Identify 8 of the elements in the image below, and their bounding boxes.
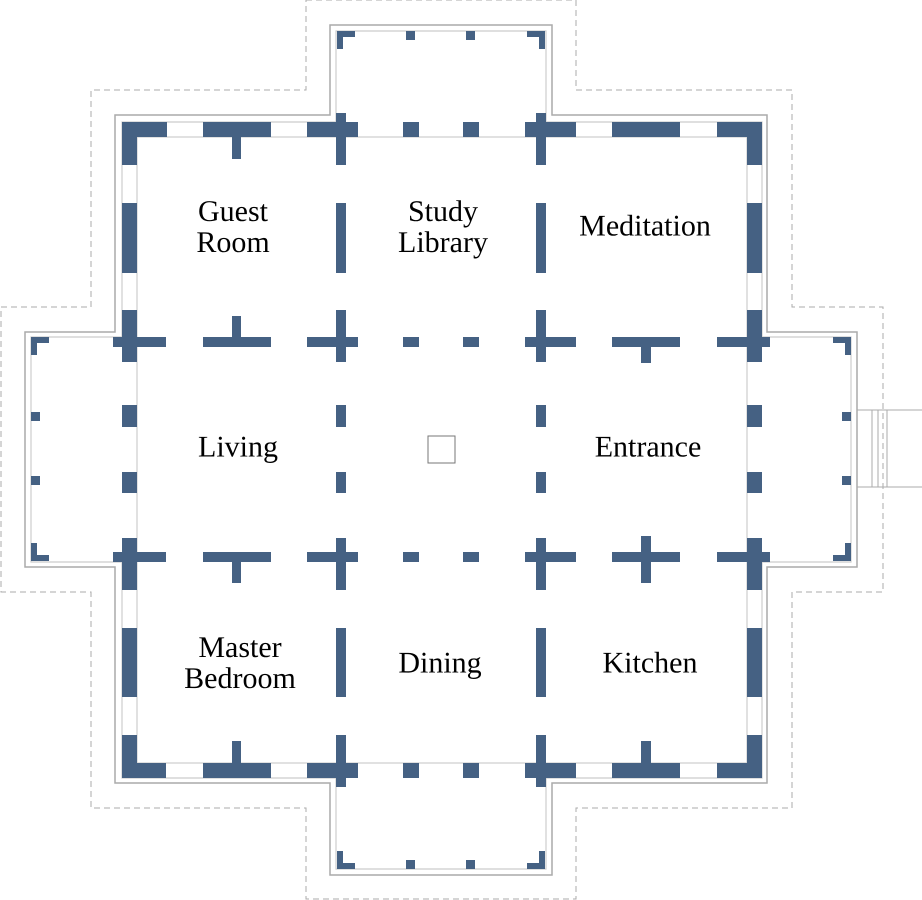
room-label: Guest Room (195, 196, 271, 258)
room-label: Living (198, 432, 278, 462)
room-label: Dining (398, 648, 482, 678)
room-label: Master Bedroom (183, 632, 297, 694)
room-label: Kitchen (602, 648, 698, 678)
room-label: Entrance (594, 432, 702, 462)
room-label: Meditation (579, 210, 711, 242)
room-label: Study Library (397, 196, 489, 258)
